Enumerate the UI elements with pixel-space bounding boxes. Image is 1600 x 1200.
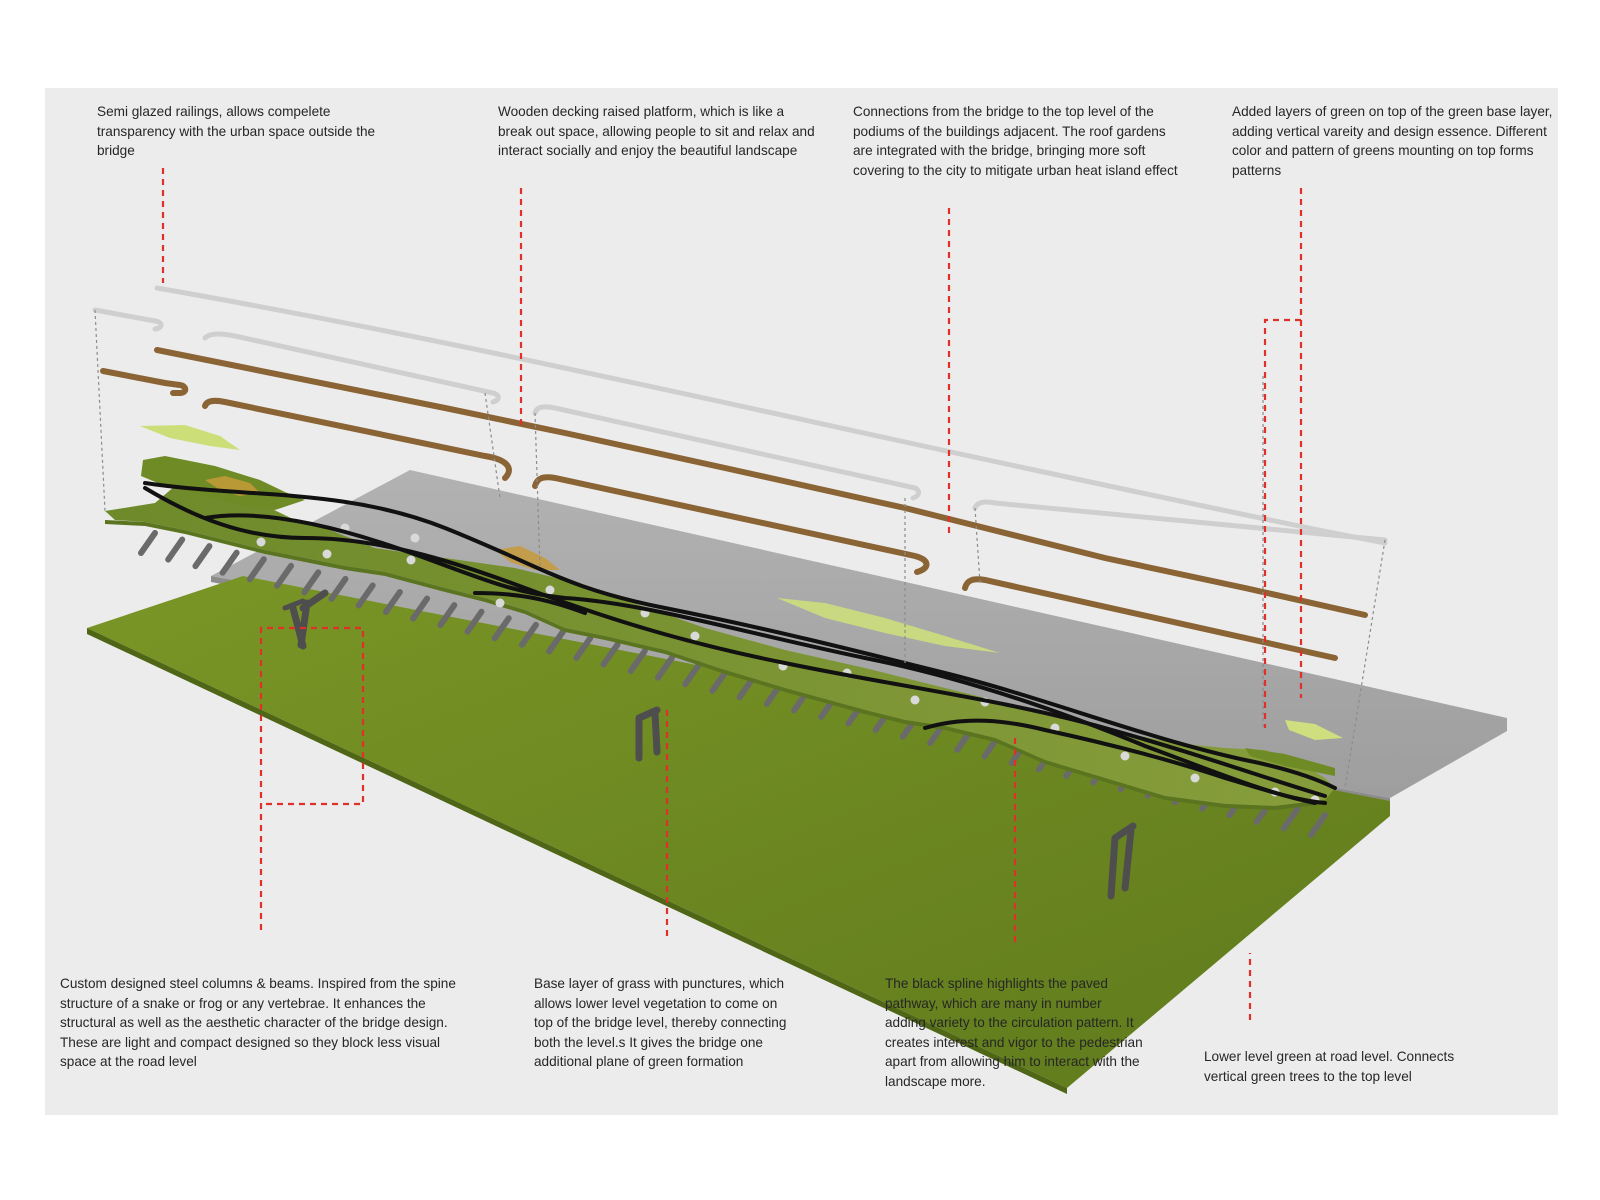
annotation-connections: Connections from the bridge to the top l… [853, 102, 1183, 180]
annotation-decking: Wooden decking raised platform, which is… [498, 102, 818, 161]
annotation-road-green: Lower level green at road level. Connect… [1204, 1047, 1474, 1086]
annotation-railings: Semi glazed railings, allows compelete t… [97, 102, 397, 161]
grass-puncture [1191, 774, 1200, 783]
grass-puncture [911, 696, 920, 705]
annotation-green-layers: Added layers of green on top of the gree… [1232, 102, 1558, 180]
annotation-steel: Custom designed steel columns & beams. I… [60, 974, 470, 1072]
grass-puncture [411, 534, 420, 543]
steel-rib [168, 540, 182, 560]
steel-rib [195, 546, 209, 566]
diagram-panel: Semi glazed railings, allows compelete t… [45, 88, 1558, 1115]
annotation-grass-base: Base layer of grass with punctures, whic… [534, 974, 799, 1072]
grass-puncture [257, 538, 266, 547]
annotation-spline: The black spline highlights the paved pa… [885, 974, 1145, 1091]
exploded-bridge-diagram [45, 88, 1558, 1115]
grass-puncture [407, 556, 416, 565]
steel-rib [141, 533, 155, 553]
grass-puncture [323, 550, 332, 559]
grass-puncture [496, 599, 505, 608]
grass-puncture [546, 586, 555, 595]
light-green-layer [140, 425, 240, 450]
grass-puncture [691, 632, 700, 641]
grass-puncture [1121, 752, 1130, 761]
